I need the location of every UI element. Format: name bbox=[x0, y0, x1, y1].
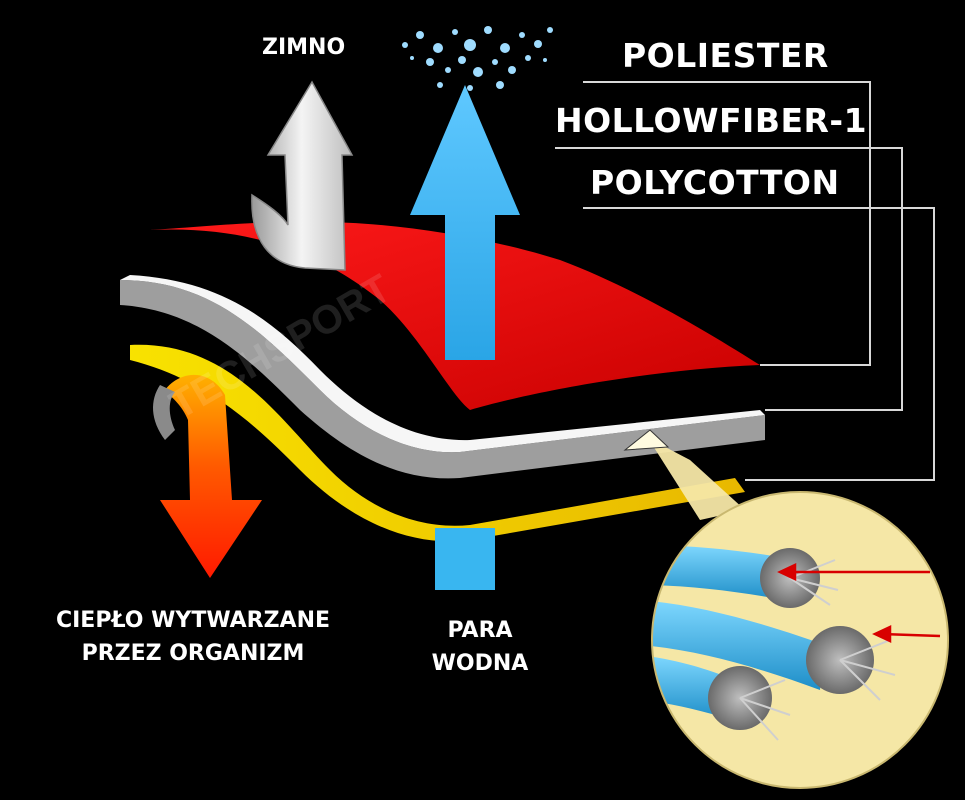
cold-label: ZIMNO bbox=[262, 35, 346, 60]
layer-label-hollowfiber: HOLLOWFIBER-1 bbox=[555, 101, 868, 140]
body-heat-label-line-1: CIEPŁO WYTWARZANE bbox=[55, 608, 331, 633]
hollowfiber-layer bbox=[120, 275, 765, 479]
water-vapor-label-line-2: WODNA bbox=[431, 651, 529, 676]
water-droplets-icon bbox=[402, 26, 553, 91]
up-arrow-icon bbox=[410, 85, 520, 590]
layer-label-poliester: POLIESTER bbox=[622, 36, 829, 75]
polycotton-layer bbox=[130, 344, 745, 542]
fiber-magnifier-icon bbox=[623, 429, 949, 789]
layer-label-polycotton: POLYCOTTON bbox=[590, 163, 840, 202]
curved-up-arrow-icon bbox=[251, 80, 354, 271]
water-vapor-label-line-1: PARA bbox=[447, 618, 513, 643]
leader-lines bbox=[555, 81, 935, 481]
body-heat-label-line-2: PRZEZ ORGANIZM bbox=[81, 641, 305, 666]
water-vapor-label: PARA WODNA bbox=[410, 614, 550, 680]
curved-down-arrow-icon bbox=[153, 374, 262, 578]
body-heat-label: CIEPŁO WYTWARZANE PRZEZ ORGANIZM bbox=[28, 604, 358, 670]
